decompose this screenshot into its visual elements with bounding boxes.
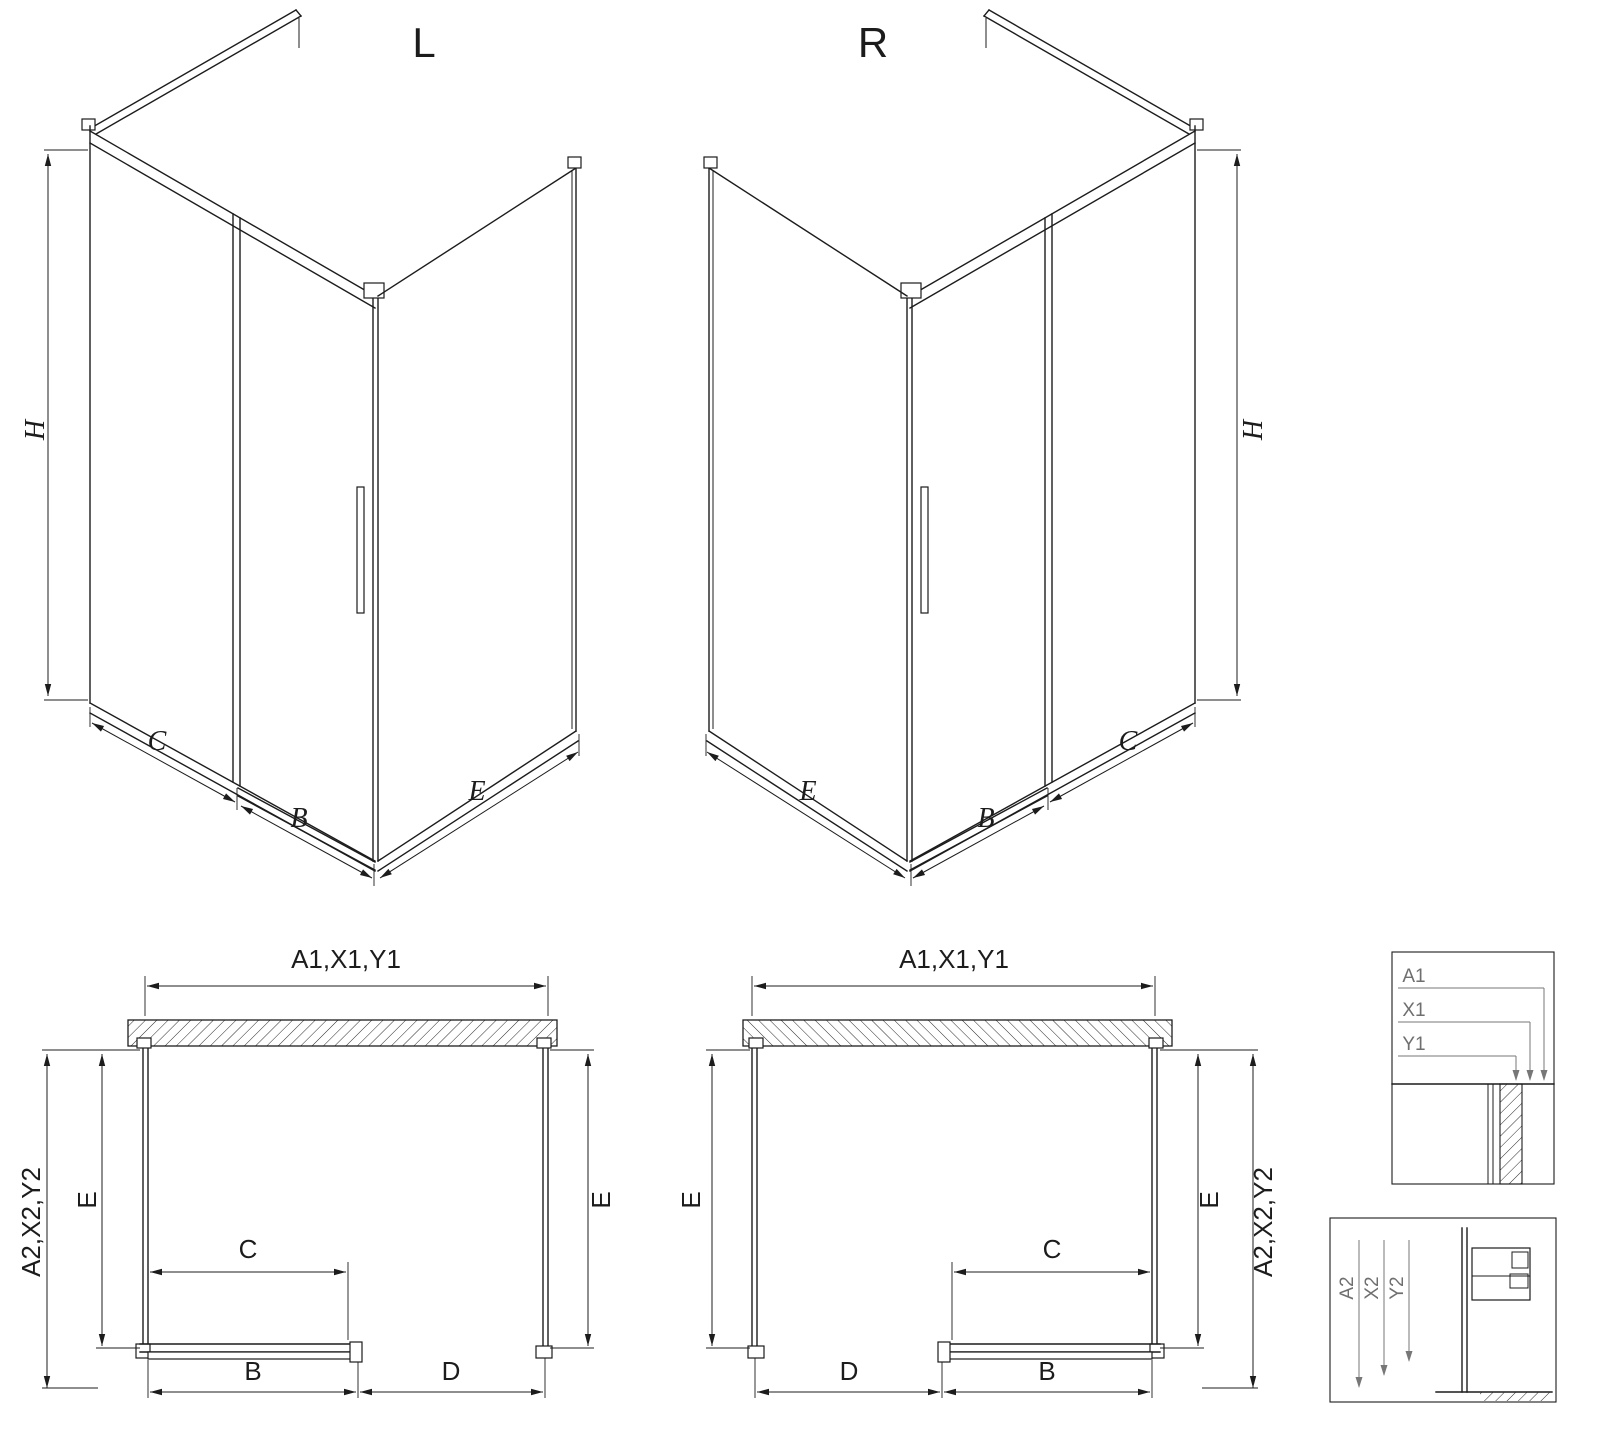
plan-dim-e2-right: E [1194,1191,1224,1208]
plan-dim-side-left: A2,X2,Y2 [16,1167,46,1277]
plan-dim-d-left: D [442,1356,461,1386]
view-label-r: R [858,19,888,66]
dim-label-b-left: B [290,803,307,834]
dim-label-c-left: C [148,726,167,757]
dim-label-e-left: E [467,776,485,807]
detail-label-y2: Y2 [1387,1276,1408,1299]
plan-dim-d-right: D [840,1356,859,1386]
door-section [1435,1227,1553,1401]
detail-label-y1: Y1 [1402,1034,1425,1055]
detail-label-x2: X2 [1362,1276,1383,1299]
detail-top-frame [1391,951,1555,1185]
plan-view-right: A1,X1,Y1 A2,X2,Y2 E E C B D [676,944,1278,1398]
detail-view-bottom: A2 X2 Y2 [1329,1217,1557,1403]
plan-dim-c-left: C [239,1234,258,1264]
iso-view-left: L H C B E [20,10,581,886]
detail-label-a1: A1 [1402,966,1425,987]
iso-view-right: R H C B E [704,10,1269,886]
iso-linework-right [704,10,1241,886]
plan-dim-e2-left: E [586,1191,616,1208]
dim-label-e-right: E [798,776,816,807]
plan-dim-e1-right: E [676,1191,706,1208]
iso-linework-left [44,10,581,886]
plan-dim-top-right: A1,X1,Y1 [899,944,1009,974]
dim-label-h-left: H [20,418,51,441]
plan-linework-left [42,976,594,1398]
plan-dim-b-left: B [244,1356,261,1386]
plan-dim-c-right: C [1043,1234,1062,1264]
plan-linework-right [706,976,1258,1398]
wall-section-hatched [1499,1083,1523,1185]
plan-dim-b-right: B [1038,1356,1055,1386]
plan-dim-e1-left: E [72,1191,102,1208]
detail-label-x1: X1 [1402,1000,1425,1021]
view-label-l: L [412,19,435,66]
plan-dim-side-right: A2,X2,Y2 [1248,1167,1278,1277]
detail-label-a2: A2 [1337,1276,1358,1299]
plan-view-left: A1,X1,Y1 A2,X2,Y2 E E C B D [16,944,616,1398]
detail-view-top: A1 X1 Y1 [1391,951,1555,1185]
dim-label-h-right: H [1238,418,1269,441]
dim-label-b-right: B [977,803,994,834]
floor-hatched [1480,1392,1552,1401]
detail-bottom-frame [1329,1217,1557,1403]
plan-dim-top-left: A1,X1,Y1 [291,944,401,974]
dim-label-c-right: C [1119,726,1138,757]
